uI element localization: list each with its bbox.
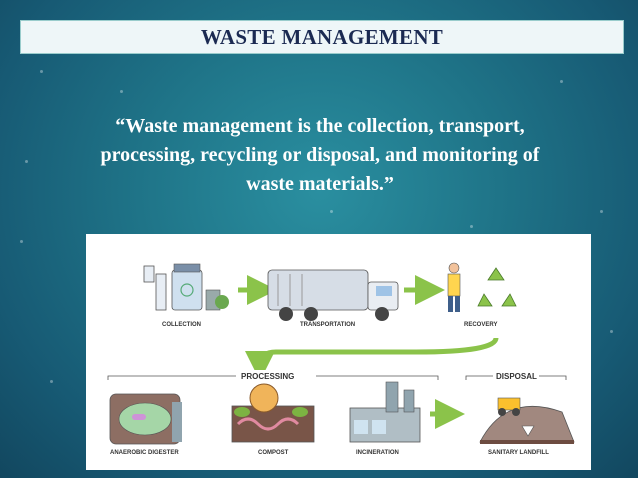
incineration-factory-icon xyxy=(349,381,421,443)
label-compost: COMPOST xyxy=(258,450,289,456)
section-processing: PROCESSING xyxy=(241,372,294,381)
anaerobic-digester-icon xyxy=(109,393,182,445)
quote-line-1: “Waste management is the collection, tra… xyxy=(115,115,525,137)
label-incineration: INCINERATION xyxy=(356,450,399,456)
title-box: WASTE MANAGEMENT xyxy=(20,20,624,54)
garbage-truck-icon xyxy=(267,269,399,321)
quote-line-2: processing, recycling or disposal, and m… xyxy=(100,144,540,166)
compost-icon xyxy=(231,383,315,443)
label-anaerobic: ANAEROBIC DIGESTER xyxy=(110,450,179,456)
quote-line-3: waste materials.” xyxy=(246,173,394,195)
slide-title: WASTE MANAGEMENT xyxy=(200,24,444,49)
label-transportation: TRANSPORTATION xyxy=(300,322,355,328)
definition-quote: “Waste management is the collection, tra… xyxy=(30,112,610,199)
label-recovery: RECOVERY xyxy=(464,322,497,328)
collection-bins-icon xyxy=(143,263,229,311)
recovery-recycle-icon xyxy=(447,262,517,312)
waste-process-diagram: COLLECTION TRANSPORTATION xyxy=(86,234,591,470)
section-disposal: DISPOSAL xyxy=(496,372,537,381)
arrow-recovery-processing xyxy=(245,337,499,381)
sanitary-landfill-icon xyxy=(479,397,575,444)
label-collection: COLLECTION xyxy=(162,322,201,328)
label-landfill: SANITARY LANDFILL xyxy=(488,450,549,456)
